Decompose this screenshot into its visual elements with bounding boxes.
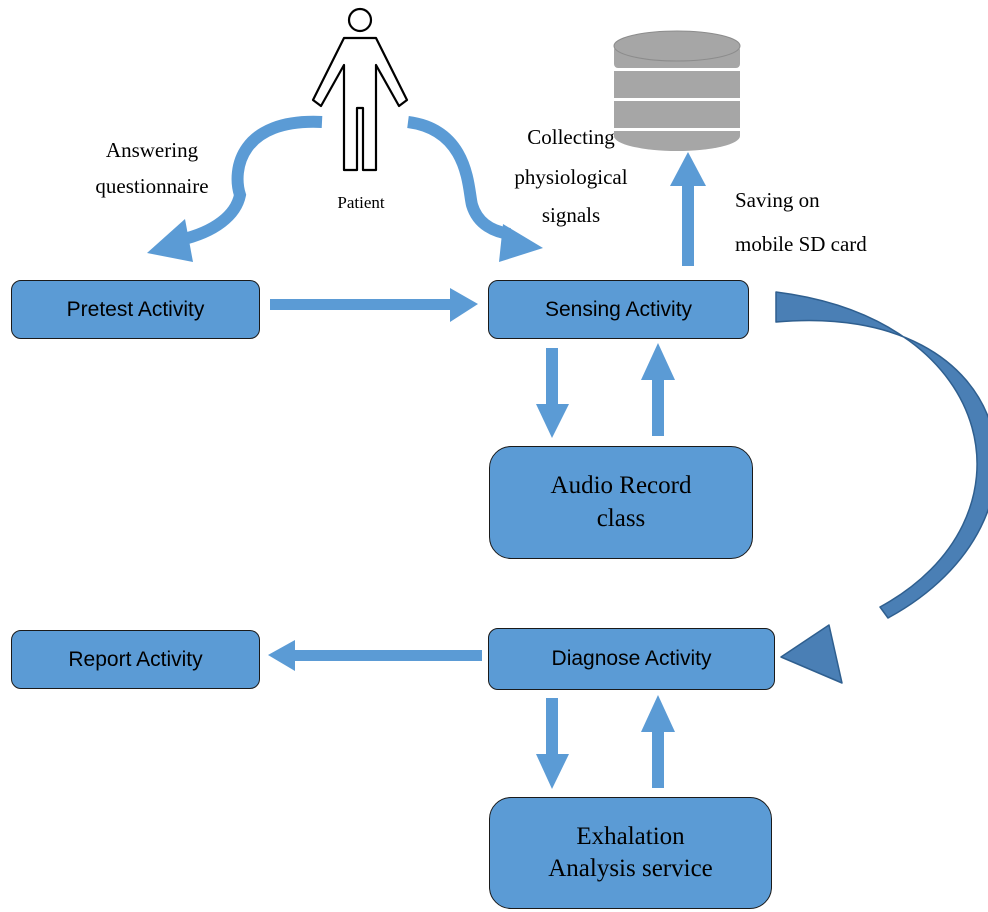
arrowhead-audio-to-sensing — [641, 343, 675, 380]
arrow-sensing-to-audio — [546, 348, 558, 406]
pretest-activity-box: Pretest Activity — [11, 280, 260, 339]
arrowhead-patient-to-pretest — [147, 219, 193, 262]
arrowhead-exhalation-to-diagnose — [641, 695, 675, 732]
answering-line2: questionnaire — [95, 174, 209, 198]
audio-record-line2: class — [596, 504, 646, 532]
arrow-sensing-to-diagnose — [775, 291, 988, 619]
arrow-patient-to-pretest — [178, 115, 323, 246]
patient-label: Patient — [306, 194, 416, 211]
arrowhead-sensing-to-diagnose — [780, 624, 843, 684]
saving-line1: Saving on — [735, 188, 820, 212]
exhalation-line2: Analysis service — [548, 855, 713, 882]
collecting-line3: signals — [541, 203, 601, 227]
database-icon — [613, 30, 741, 151]
exhalation-analysis-box: Exhalation Analysis service — [489, 797, 772, 909]
arrow-pretest-to-sensing — [270, 299, 452, 310]
audio-record-class-box: Audio Record class — [489, 446, 753, 559]
collecting-line1: Collecting — [527, 125, 615, 149]
arrow-diagnose-to-exhalation — [546, 698, 558, 756]
collecting-signals-label: Collecting physiological signals — [491, 117, 651, 235]
pretest-activity-label: Pretest Activity — [66, 297, 205, 321]
diagnose-activity-box: Diagnose Activity — [488, 628, 775, 690]
patient-label-text: Patient — [337, 193, 385, 212]
arrowhead-diagnose-to-report — [268, 640, 295, 671]
diagnose-activity-label: Diagnose Activity — [551, 647, 712, 670]
arrowhead-diagnose-to-exhalation — [536, 754, 569, 789]
exhalation-line1: Exhalation — [576, 822, 685, 850]
arrow-exhalation-to-diagnose — [652, 730, 664, 788]
saving-sd-card-label: Saving on mobile SD card — [735, 179, 935, 265]
collecting-line2: physiological — [514, 165, 628, 189]
arrowhead-sensing-to-storage — [670, 152, 706, 186]
saving-line2: mobile SD card — [735, 232, 867, 256]
audio-record-line1: Audio Record — [550, 472, 692, 499]
arrow-audio-to-sensing — [652, 378, 664, 436]
answering-line1: Answering — [105, 138, 199, 162]
sensing-activity-box: Sensing Activity — [488, 280, 749, 339]
report-activity-box: Report Activity — [11, 630, 260, 689]
arrowhead-sensing-to-audio — [536, 404, 569, 438]
arrowhead-pretest-to-sensing — [450, 288, 478, 322]
report-activity-label: Report Activity — [68, 647, 203, 671]
arrowhead-patient-to-sensing — [499, 224, 543, 262]
sensing-activity-label: Sensing Activity — [544, 297, 693, 321]
answering-questionnaire-label: Answering questionnaire — [82, 140, 222, 197]
person-icon — [311, 7, 409, 172]
arrow-diagnose-to-report — [292, 650, 482, 661]
arrow-patient-to-sensing — [406, 116, 511, 240]
arrow-sensing-to-storage — [682, 184, 694, 266]
